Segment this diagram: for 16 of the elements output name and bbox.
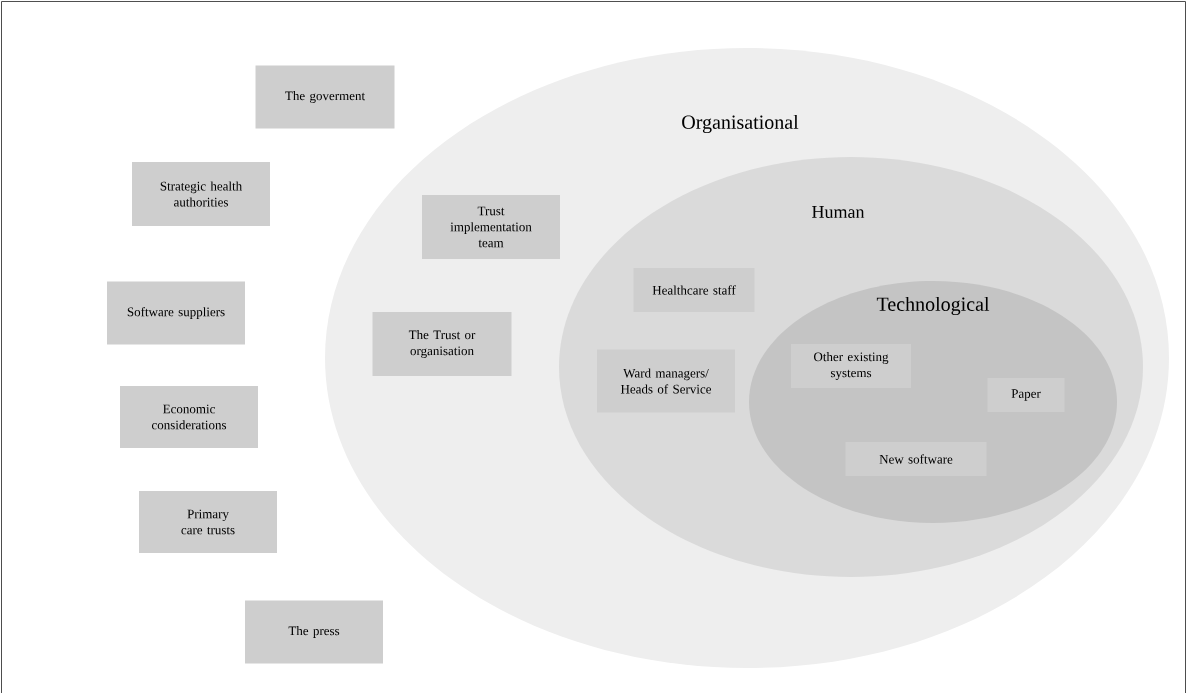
label-box: Primary care trusts [139,491,277,553]
label-box: The Trust or organisation [372,312,512,376]
label-box: Other existing systems [791,344,911,388]
label-box: The press [245,600,383,664]
label-box: Ward managers/ Heads of Service [597,349,735,413]
label-box: Trust implementation team [422,195,560,259]
region-heading: Organisational [682,114,799,134]
label-box: Software suppliers [107,281,245,345]
region-heading: Human [812,206,865,218]
label-box: Economic considerations [120,386,258,448]
label-box: Strategic health authorities [132,162,270,226]
label-box: Paper [987,378,1065,412]
label-box: Healthcare staff [633,268,755,312]
label-box: New software [845,442,987,476]
label-box: The goverment [255,65,395,129]
region-heading: Technological [876,296,990,316]
